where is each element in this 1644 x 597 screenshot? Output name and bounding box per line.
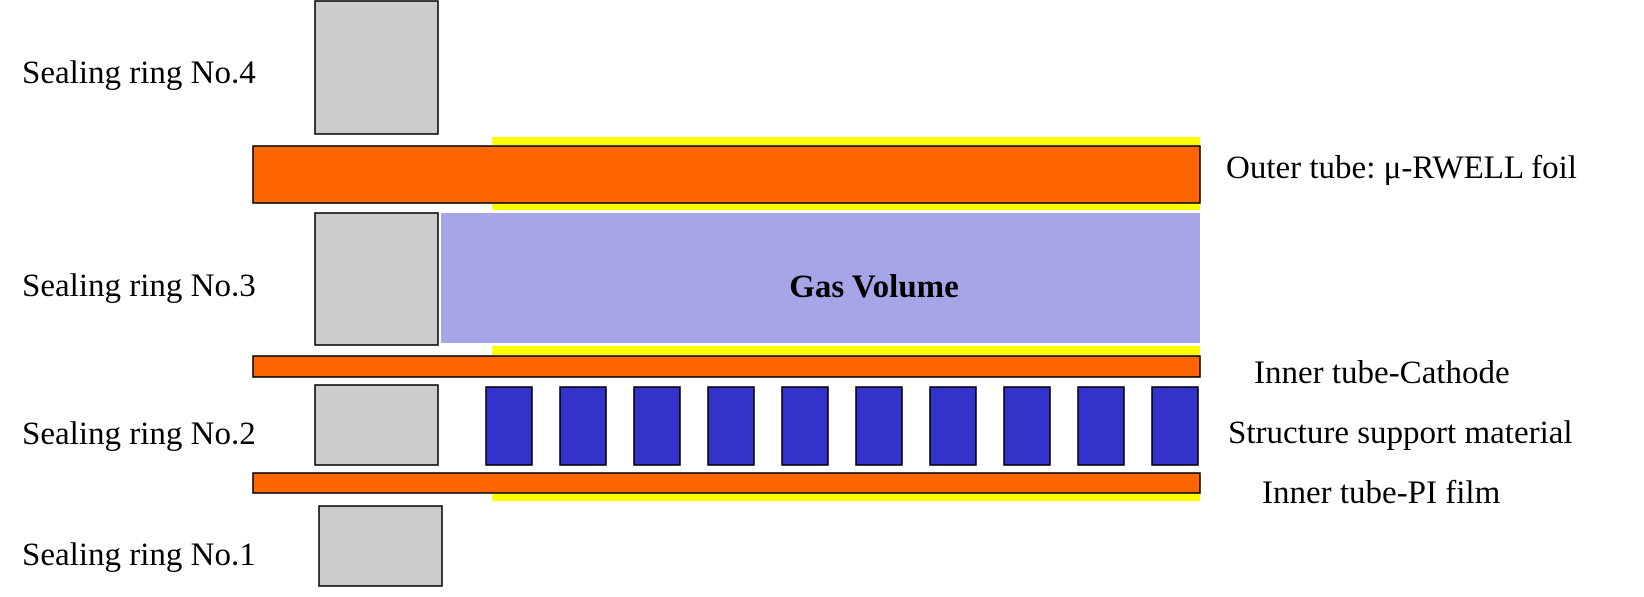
pi-film-coating [492,492,1200,501]
structure-support-block [485,386,533,466]
label-sealing-ring-1: Sealing ring No.1 [22,537,256,573]
outer-tube-coating-top [492,137,1200,145]
gas-volume-region [441,213,1200,343]
inner-tube-pi-film [252,472,1201,494]
label-outer-tube: Outer tube: μ-RWELL foil [1226,150,1577,186]
label-inner-tube-cathode: Inner tube-Cathode [1254,355,1510,391]
label-inner-tube-pi: Inner tube-PI film [1262,475,1501,511]
label-structure-support: Structure support material [1228,415,1573,451]
structure-support-block [707,386,755,466]
structure-support-block [1151,386,1199,466]
outer-tube-coating-bottom [492,202,1200,210]
structure-support-block [633,386,681,466]
inner-tube-cathode [252,355,1201,378]
structure-support-block [855,386,903,466]
sealing-ring-4 [314,0,439,135]
structure-support-block [781,386,829,466]
structure-support-blocks [485,386,1199,466]
label-sealing-ring-2: Sealing ring No.2 [22,416,256,452]
sealing-ring-1 [318,505,443,587]
structure-support-block [559,386,607,466]
label-gas-volume: Gas Volume [789,269,959,305]
label-sealing-ring-3: Sealing ring No.3 [22,268,256,304]
sealing-ring-2 [314,384,439,466]
outer-tube [252,145,1201,204]
cathode-coating [492,346,1200,355]
label-sealing-ring-4: Sealing ring No.4 [22,55,256,91]
structure-support-block [1003,386,1051,466]
structure-support-block [929,386,977,466]
sealing-ring-3 [314,212,439,346]
structure-support-block [1077,386,1125,466]
